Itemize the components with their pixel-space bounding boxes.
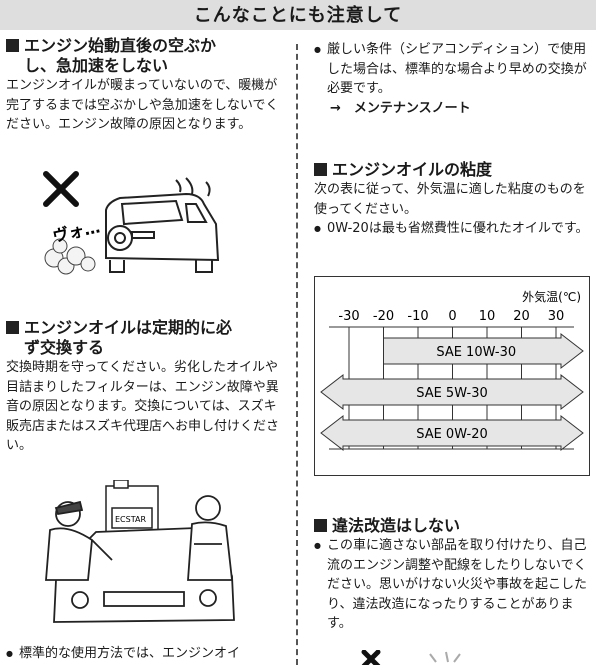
temp-tick-label: -30 <box>338 309 359 324</box>
temp-tick-label: 10 <box>479 309 496 324</box>
section-title-warmup: エンジン始動直後の空ぶか し、急加速をしない <box>6 36 280 76</box>
section-title-no-illegal-mods: 違法改造はしない <box>314 516 590 536</box>
square-bullet-icon <box>314 519 327 532</box>
grade-label: SAE 0W-20 <box>416 427 488 442</box>
temp-tick-label: -10 <box>407 309 428 324</box>
square-bullet-icon <box>6 321 19 334</box>
warmup-illustration: ヴォ… <box>43 171 220 275</box>
section-title-oil-change: エンジンオイルは定期的に必 ず交換する <box>6 318 280 358</box>
exhaust-smoke-icon <box>44 238 96 275</box>
page-banner: こんなことにも注意して <box>0 0 596 30</box>
illegal-mods-bullet: この車に適さない部品を取り付けたり、自己流のエンジン調整や配線をしたりしないでく… <box>314 536 590 634</box>
temp-tick-label: 20 <box>513 309 530 324</box>
oil-brand-label: ECSTAR <box>115 515 146 524</box>
temp-tick-label: -20 <box>373 309 394 324</box>
prohibited-x-icon <box>43 171 79 207</box>
grade-label: SAE 10W-30 <box>436 345 516 360</box>
column-divider <box>296 44 298 665</box>
temp-unit-label: 外気温(℃) <box>522 289 581 304</box>
grade-label: SAE 5W-30 <box>416 386 488 401</box>
bottom-prohibited-illustration <box>361 650 461 665</box>
section-title-viscosity: エンジンオイルの粘度 <box>314 160 590 180</box>
oil-change-illustration: ECSTAR <box>45 480 235 623</box>
square-bullet-icon <box>6 39 19 52</box>
grade-arrow-bar <box>320 414 584 452</box>
prohibited-x-icon <box>361 650 381 665</box>
right-column-3: 違法改造はしない この車に適さない部品を取り付けたり、自己流のエンジン調整や配線… <box>314 516 590 634</box>
warmup-body: エンジンオイルが暖まっていないので、暖機が完了するまでは空ぶかしや急加速をしない… <box>6 78 279 132</box>
viscosity-body: 次の表に従って、外気温に適した粘度のものを使ってください。 <box>314 182 586 217</box>
fire-spark-icon <box>429 651 461 663</box>
car-rear-icon <box>105 177 220 273</box>
engine-sound-text: ヴォ… <box>51 217 102 246</box>
left-column: エンジン始動直後の空ぶか し、急加速をしない エンジンオイルが暖まっていないので… <box>6 36 280 135</box>
temp-tick-label: 0 <box>448 309 456 324</box>
right-column: 厳しい条件（シビアコンディション）で使用した場合は、標準的な場合より早めの交換が… <box>314 40 590 119</box>
viscosity-bullet: 0W-20は最も省燃費性に優れたオイルです。 <box>314 219 590 239</box>
right-column-2: エンジンオイルの粘度 次の表に従って、外気温に適した粘度のものを使ってください。… <box>314 160 590 239</box>
square-bullet-icon <box>314 163 327 176</box>
mechanic-right-icon <box>187 495 234 581</box>
maintenance-note-ref: → メンテナンスノート <box>330 100 471 116</box>
grade-arrow-bar <box>320 373 584 411</box>
grade-arrow-bar <box>383 332 584 370</box>
oil-change-body: 交換時期を守ってください。劣化したオイルや目詰まりしたフィルターは、エンジン故障… <box>6 360 280 453</box>
severe-condition-bullet: 厳しい条件（シビアコンディション）で使用した場合は、標準的な場合より早めの交換が… <box>314 40 590 99</box>
standard-usage-bullet: 標準的な使用方法では、エンジンオイ <box>6 644 295 664</box>
temp-tick-label: 30 <box>548 309 565 324</box>
mechanic-left-icon <box>45 500 113 581</box>
left-column-2: エンジンオイルは定期的に必 ず交換する 交換時期を守ってください。劣化したオイル… <box>6 318 280 456</box>
